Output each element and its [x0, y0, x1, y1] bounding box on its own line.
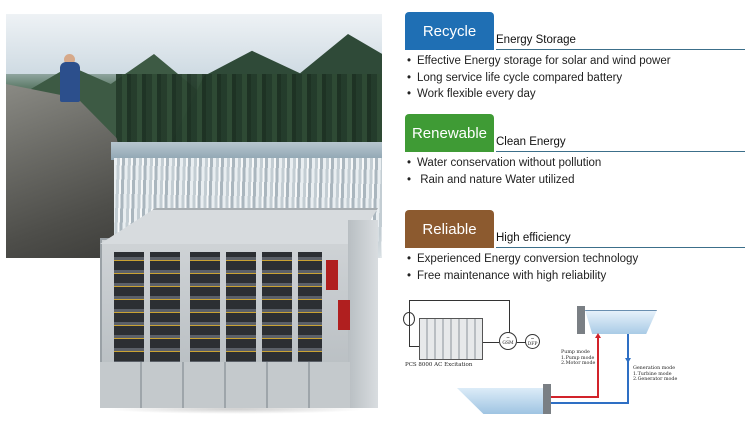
bullet-list: •Experienced Energy conversion technolog…: [407, 251, 638, 284]
gsm-machine-icon: ~ GSM: [499, 332, 517, 350]
photo-forest: [116, 74, 382, 154]
cabinet-module: [298, 252, 322, 362]
diagram-wire: [409, 300, 509, 301]
list-item: •Effective Energy storage for solar and …: [407, 55, 671, 67]
pumped-storage-diagram: PCS 8000 AC Excitation ~ GSM ~ DFP Pump …: [395, 292, 740, 420]
generation-flow-line: [627, 334, 629, 402]
list-item: •Work flexible every day: [407, 88, 536, 100]
generation-arrow-icon: [625, 358, 631, 363]
list-item: •Water conservation without pollution: [407, 157, 602, 169]
lower-dam: [543, 384, 551, 414]
tag-renewable: Renewable: [405, 114, 494, 152]
cabinet-breaker: [326, 260, 338, 290]
upper-reservoir: [585, 310, 657, 334]
dfp-machine-icon: ~ DFP: [525, 334, 540, 349]
list-item: •Experienced Energy conversion technolog…: [407, 253, 639, 265]
cabinet-module: [262, 252, 292, 362]
cabinet-top: [100, 208, 378, 244]
pump-arrow-icon: [595, 333, 601, 338]
upper-dam: [577, 306, 585, 334]
cabinet-side: [348, 220, 378, 408]
section-divider: [496, 247, 745, 248]
cabinet-module: [226, 252, 256, 362]
pump-mode-legend: Pump mode 1.Pump mode 2.Motor mode: [561, 350, 596, 367]
tag-reliable: Reliable: [405, 210, 494, 248]
diagram-wire: [509, 300, 510, 336]
section-divider: [496, 151, 745, 152]
photo-person: [60, 62, 80, 102]
cabinet-module: [114, 252, 144, 362]
excitation-label: PCS 8000 AC Excitation: [405, 362, 473, 368]
lower-reservoir: [457, 388, 545, 414]
photo-person: [64, 54, 75, 65]
section-subtitle: Energy Storage: [496, 34, 576, 46]
converter-cabinet-image: [100, 190, 378, 415]
photo-reservoir: [111, 142, 382, 160]
generation-flow-line: [551, 402, 629, 404]
diagram-wire: [483, 342, 499, 343]
pump-flow-line: [551, 396, 599, 398]
cabinet-base: [100, 362, 350, 408]
list-item: •Free maintenance with high reliability: [407, 269, 607, 282]
excitation-cabinet-image: [419, 318, 483, 360]
diagram-wire: [517, 342, 527, 343]
cabinet-module: [190, 252, 220, 362]
section-subtitle: Clean Energy: [496, 136, 566, 148]
list-item: •Long service life cycle compared batter…: [407, 71, 623, 84]
bullet-list: •Water conservation without pollution • …: [407, 155, 601, 188]
list-item: • Rain and nature Water utilized: [407, 173, 575, 186]
pump-flow-line: [597, 338, 599, 398]
diagram-wire: [409, 346, 419, 347]
generation-mode-legend: Generation mode 1.Turbine mode 2.Generat…: [633, 366, 678, 383]
bullet-list: •Effective Energy storage for solar and …: [407, 53, 671, 103]
section-divider: [496, 49, 745, 50]
tag-recycle: Recycle: [405, 12, 494, 50]
transformer-icon: [403, 312, 415, 326]
section-subtitle: High efficiency: [496, 232, 571, 244]
cabinet-breaker: [338, 300, 350, 330]
cabinet-module: [150, 252, 180, 362]
